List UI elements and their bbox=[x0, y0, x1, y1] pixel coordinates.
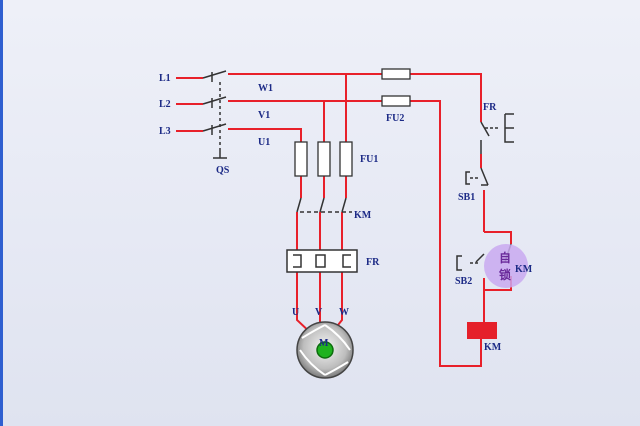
wire-phase-v bbox=[319, 176, 325, 250]
label-km-aux: KM bbox=[515, 264, 533, 275]
km-main-contacts bbox=[296, 197, 352, 213]
label-w1: W1 bbox=[258, 83, 273, 94]
label-l1: L1 bbox=[159, 73, 171, 84]
fr-control-contact bbox=[480, 113, 514, 154]
fu2-fuses bbox=[381, 68, 411, 107]
highlight-text-2: 锁 bbox=[499, 267, 511, 282]
qs-switch bbox=[202, 70, 227, 159]
label-km-main: KM bbox=[354, 210, 372, 221]
label-u1: U1 bbox=[258, 137, 270, 148]
label-terminal-w: W bbox=[339, 307, 349, 318]
fu1-fuses bbox=[294, 141, 353, 177]
label-sb2: SB2 bbox=[455, 276, 472, 287]
motor bbox=[296, 321, 354, 379]
wire-l2-fu2 bbox=[324, 100, 482, 367]
label-km-coil: KM bbox=[484, 342, 502, 353]
label-fr-ctrl: FR bbox=[483, 102, 497, 113]
left-edge-bar bbox=[0, 0, 3, 426]
label-fr-main: FR bbox=[366, 257, 380, 268]
label-terminal-u: U bbox=[292, 307, 299, 318]
wire-ctrl-rail bbox=[480, 154, 485, 322]
label-l2: L2 bbox=[159, 99, 171, 110]
label-terminal-v: V bbox=[315, 307, 323, 318]
km-coil bbox=[467, 322, 497, 339]
label-l3: L3 bbox=[159, 126, 171, 137]
sb1-stop-button bbox=[465, 167, 489, 186]
label-fu1: FU1 bbox=[360, 154, 378, 165]
highlight-text-1: 自 bbox=[499, 250, 511, 265]
wires bbox=[176, 73, 512, 367]
sb2-start-button bbox=[456, 253, 485, 271]
label-motor: M bbox=[319, 338, 329, 349]
wire-phase-w bbox=[341, 176, 347, 250]
label-v1: V1 bbox=[258, 110, 270, 121]
label-fu2: FU2 bbox=[386, 113, 404, 124]
fr-heaters bbox=[286, 249, 358, 273]
label-qs: QS bbox=[216, 165, 230, 176]
wire-l1-fu2 bbox=[346, 73, 482, 122]
self-lock-highlight bbox=[484, 244, 528, 288]
label-sb1: SB1 bbox=[458, 192, 475, 203]
wire-l3 bbox=[176, 128, 302, 170]
